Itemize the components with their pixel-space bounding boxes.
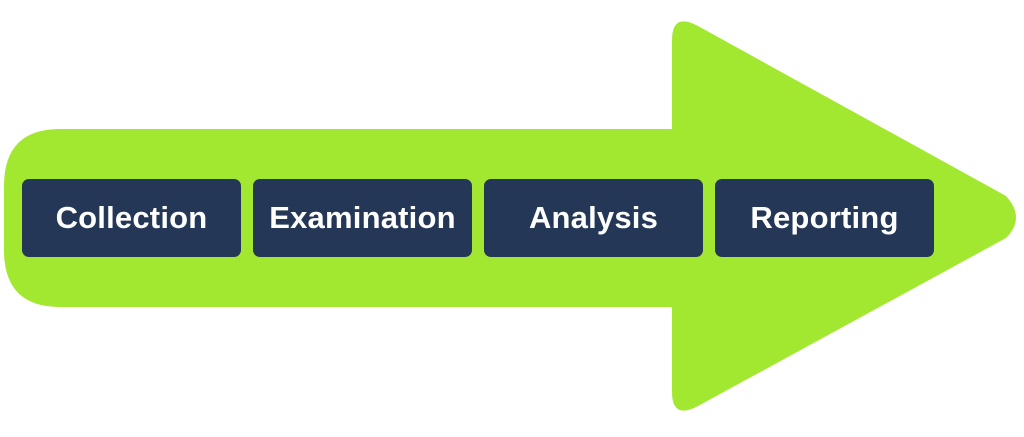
- step-reporting: Reporting: [715, 179, 934, 257]
- step-analysis: Analysis: [484, 179, 703, 257]
- step-label: Examination: [269, 200, 456, 235]
- step-examination: Examination: [253, 179, 472, 257]
- step-label: Collection: [55, 200, 208, 235]
- step-label: Analysis: [528, 200, 659, 235]
- process-steps: Collection Examination Analysis Reportin…: [22, 179, 934, 257]
- step-collection: Collection: [22, 179, 241, 257]
- step-label: Reporting: [750, 200, 899, 235]
